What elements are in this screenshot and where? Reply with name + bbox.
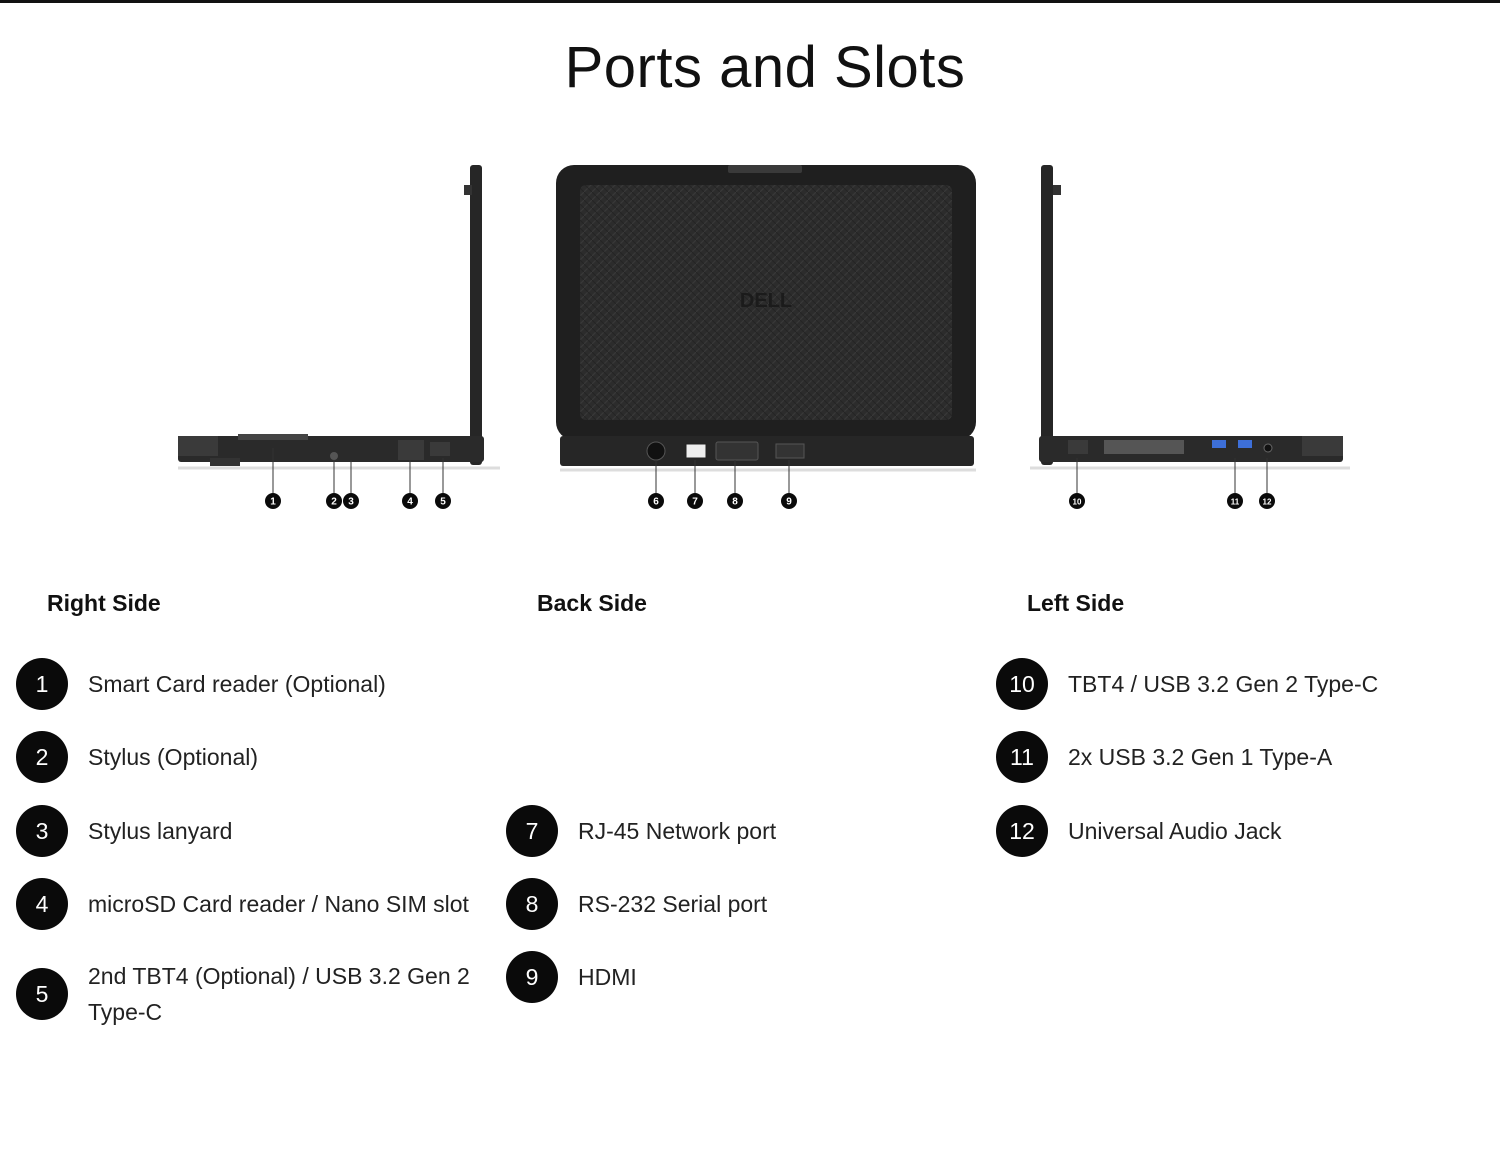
item-label: 2x USB 3.2 Gen 1 Type-A bbox=[1068, 744, 1333, 770]
callout-dot-10 bbox=[1069, 493, 1085, 509]
dell-logo: DELL bbox=[740, 290, 792, 312]
callout-number-3: 3 bbox=[348, 497, 354, 508]
list-item-left-12: 12 Universal Audio Jack bbox=[996, 805, 1476, 857]
number-badge: 1 bbox=[16, 658, 68, 710]
left-side-heading: Left Side bbox=[1027, 590, 1125, 616]
item-label: RJ-45 Network port bbox=[578, 818, 777, 844]
item-label: Stylus (Optional) bbox=[88, 744, 259, 770]
left-side-laptop-image: 10 11 12 bbox=[1030, 165, 1350, 509]
callout-number-11: 11 bbox=[1231, 498, 1240, 507]
number-badge: 10 bbox=[996, 658, 1048, 710]
number-badge: 4 bbox=[16, 878, 68, 930]
callout-number-5: 5 bbox=[440, 497, 446, 508]
callout-dot-1 bbox=[265, 493, 281, 509]
callout-number-9: 9 bbox=[786, 497, 792, 508]
list-item-right-5: 5 2nd TBT4 (Optional) / USB 3.2 Gen 2 Ty… bbox=[16, 958, 496, 1030]
number-badge: 3 bbox=[16, 805, 68, 857]
callout-dot-8 bbox=[727, 493, 743, 509]
back-side-heading: Back Side bbox=[537, 590, 647, 616]
callout-number-8: 8 bbox=[732, 497, 738, 508]
list-item-right-1: 1 Smart Card reader (Optional) bbox=[16, 658, 496, 710]
list-item-back-8: 8 RS-232 Serial port bbox=[506, 878, 956, 930]
item-label: Smart Card reader (Optional) bbox=[88, 671, 386, 697]
item-label: HDMI bbox=[578, 964, 637, 990]
list-item-right-4: 4 microSD Card reader / Nano SIM slot bbox=[16, 878, 506, 930]
item-label: microSD Card reader / Nano SIM slot bbox=[88, 891, 469, 917]
callout-number-10: 10 bbox=[1073, 498, 1082, 507]
list-item-back-7: 7 RJ-45 Network port bbox=[506, 805, 956, 857]
number-badge: 7 bbox=[506, 805, 558, 857]
number-badge: 12 bbox=[996, 805, 1048, 857]
back-side-laptop-image: DELL 6 7 8 9 bbox=[556, 165, 976, 509]
number-badge: 9 bbox=[506, 951, 558, 1003]
item-label: Stylus lanyard bbox=[88, 818, 233, 844]
callout-dot-6 bbox=[648, 493, 664, 509]
item-label: Universal Audio Jack bbox=[1068, 818, 1282, 844]
callout-dot-2 bbox=[326, 493, 342, 509]
callout-number-7: 7 bbox=[692, 497, 698, 508]
number-badge: 8 bbox=[506, 878, 558, 930]
callout-dot-3 bbox=[343, 493, 359, 509]
list-item-left-10: 10 TBT4 / USB 3.2 Gen 2 Type-C bbox=[996, 658, 1476, 710]
callout-number-1: 1 bbox=[270, 497, 276, 508]
item-label: TBT4 / USB 3.2 Gen 2 Type-C bbox=[1068, 671, 1379, 697]
callout-dot-9 bbox=[781, 493, 797, 509]
callout-dot-5 bbox=[435, 493, 451, 509]
number-badge: 5 bbox=[16, 968, 68, 1020]
callout-number-2: 2 bbox=[331, 497, 337, 508]
item-label: RS-232 Serial port bbox=[578, 891, 768, 917]
list-item-back-9: 9 HDMI bbox=[506, 951, 956, 1003]
number-badge: 2 bbox=[16, 731, 68, 783]
list-item-right-2: 2 Stylus (Optional) bbox=[16, 731, 496, 783]
number-badge: 11 bbox=[996, 731, 1048, 783]
right-side-heading: Right Side bbox=[47, 590, 161, 616]
list-item-right-3: 3 Stylus lanyard bbox=[16, 805, 496, 857]
item-label: 2nd TBT4 (Optional) / USB 3.2 Gen 2 Type… bbox=[88, 963, 470, 1025]
callout-dot-12 bbox=[1259, 493, 1275, 509]
callout-dot-4 bbox=[402, 493, 418, 509]
callout-number-4: 4 bbox=[407, 497, 413, 508]
callout-number-6: 6 bbox=[653, 497, 659, 508]
page-title: Ports and Slots bbox=[564, 35, 966, 100]
callout-number-12: 12 bbox=[1263, 498, 1272, 507]
callout-dot-7 bbox=[687, 493, 703, 509]
list-item-left-11: 11 2x USB 3.2 Gen 1 Type-A bbox=[996, 731, 1476, 783]
top-border bbox=[0, 0, 1500, 3]
callout-dot-11 bbox=[1227, 493, 1243, 509]
